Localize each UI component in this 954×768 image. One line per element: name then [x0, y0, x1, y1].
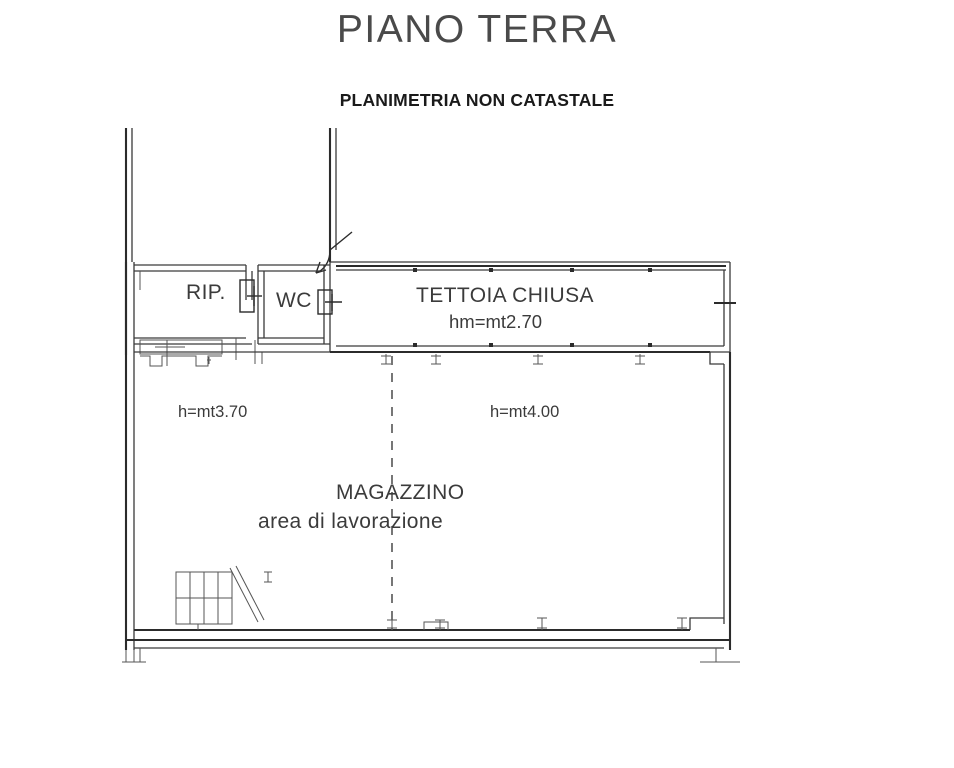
upper-vertical-walls	[124, 128, 337, 355]
room-sublabel-tettoia-height: hm=mt2.70	[449, 311, 542, 332]
magazzino-top-column-markers	[381, 354, 645, 365]
page-subtitle: PLANIMETRIA NON CATASTALE	[339, 90, 615, 110]
wc-door-icon	[317, 289, 342, 315]
room-tettoia-chiusa	[330, 261, 731, 353]
dimension-height-right: h=mt4.00	[490, 403, 559, 421]
tettoia-bottom-column-markers	[413, 343, 652, 347]
room-label-rip: RIP.	[186, 281, 226, 304]
page-title: PIANO TERRA	[336, 8, 618, 51]
rip-door-icon	[239, 279, 262, 313]
stair-grate-icon	[175, 565, 265, 630]
room-wc	[257, 262, 331, 352]
room-sublabel-magazzino: area di lavorazione	[258, 510, 443, 533]
floor-column-marker	[264, 571, 272, 583]
magazzino-bottom-column-markers	[387, 617, 687, 630]
left-service-fixtures	[139, 338, 263, 367]
room-label-magazzino: MAGAZZINO	[336, 481, 464, 504]
room-rip	[134, 264, 253, 345]
left-exterior-wall	[124, 262, 135, 662]
room-label-tettoia: TETTOIA CHIUSA	[416, 284, 594, 307]
room-label-wc: WC	[276, 289, 312, 312]
room-magazzino	[122, 350, 740, 663]
tettoia-top-column-markers	[413, 268, 652, 272]
dimension-height-left: h=mt3.70	[178, 403, 247, 421]
